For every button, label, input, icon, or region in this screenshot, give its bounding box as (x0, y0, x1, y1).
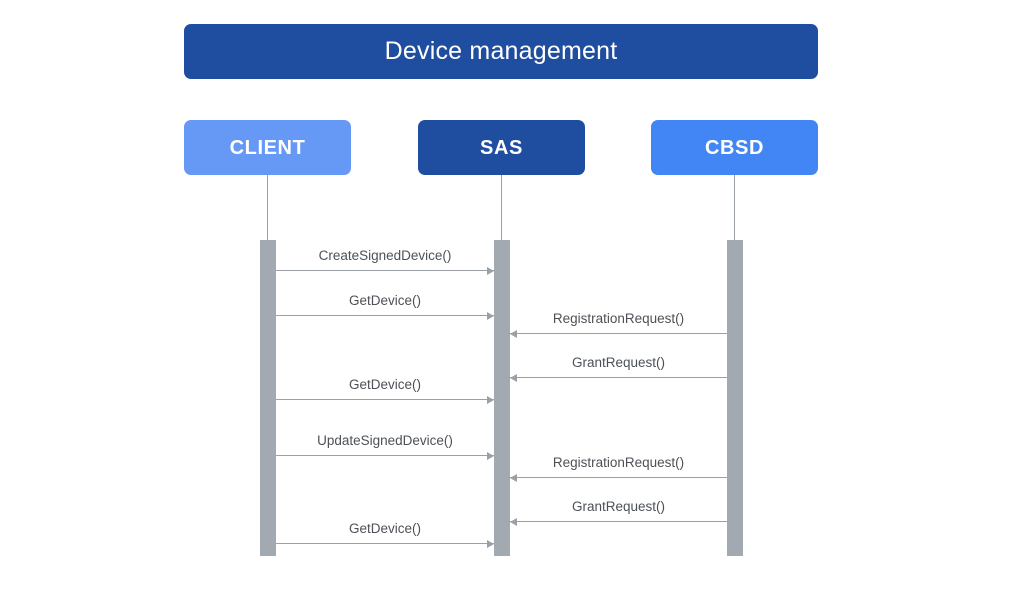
message-line (276, 399, 494, 400)
message-line (510, 377, 727, 378)
message-label: GrantRequest() (571, 354, 666, 370)
message-create-signed-device[interactable]: CreateSignedDevice() (276, 241, 494, 275)
arrowhead-left-icon (510, 517, 517, 526)
message-label: GrantRequest() (571, 498, 666, 514)
message-label: RegistrationRequest() (552, 454, 685, 470)
message-line (510, 477, 727, 478)
arrowhead-right-icon (487, 266, 494, 275)
message-update-signed-device[interactable]: UpdateSignedDevice() (276, 426, 494, 460)
arrowhead-right-icon (487, 311, 494, 320)
message-grant-request-1[interactable]: GrantRequest() (510, 348, 727, 382)
message-label: GetDevice() (348, 376, 421, 392)
actor-label-sas: SAS (480, 136, 523, 159)
actor-header-cbsd[interactable]: CBSD (651, 120, 818, 175)
lifeline-cbsd (734, 175, 735, 240)
page-title: Device management (384, 37, 618, 65)
actor-header-client[interactable]: CLIENT (184, 120, 351, 175)
arrowhead-left-icon (510, 373, 517, 382)
message-line (276, 270, 494, 271)
message-line (510, 521, 727, 522)
activation-bar-client (260, 240, 276, 556)
lifeline-client (267, 175, 268, 240)
activation-bar-cbsd (727, 240, 743, 556)
message-get-device-1[interactable]: GetDevice() (276, 286, 494, 320)
actor-label-client: CLIENT (229, 136, 306, 159)
message-line (510, 333, 727, 334)
actor-label-cbsd: CBSD (704, 136, 765, 159)
message-line (276, 543, 494, 544)
diagram-title-banner: Device management (184, 24, 818, 79)
message-registration-request-2[interactable]: RegistrationRequest() (510, 448, 727, 482)
arrowhead-right-icon (487, 395, 494, 404)
arrowhead-right-icon (487, 451, 494, 460)
message-grant-request-2[interactable]: GrantRequest() (510, 492, 727, 526)
actor-header-sas[interactable]: SAS (418, 120, 585, 175)
message-label: GetDevice() (348, 520, 421, 536)
message-get-device-3[interactable]: GetDevice() (276, 514, 494, 548)
lifeline-sas (501, 175, 502, 240)
arrowhead-right-icon (487, 539, 494, 548)
message-label: GetDevice() (348, 292, 421, 308)
message-get-device-2[interactable]: GetDevice() (276, 370, 494, 404)
message-registration-request-1[interactable]: RegistrationRequest() (510, 304, 727, 338)
arrowhead-left-icon (510, 329, 517, 338)
message-line (276, 455, 494, 456)
message-label: UpdateSignedDevice() (317, 432, 453, 448)
message-label: RegistrationRequest() (552, 310, 685, 326)
activation-bar-sas (494, 240, 510, 556)
message-line (276, 315, 494, 316)
message-label: CreateSignedDevice() (318, 247, 452, 263)
arrowhead-left-icon (510, 473, 517, 482)
